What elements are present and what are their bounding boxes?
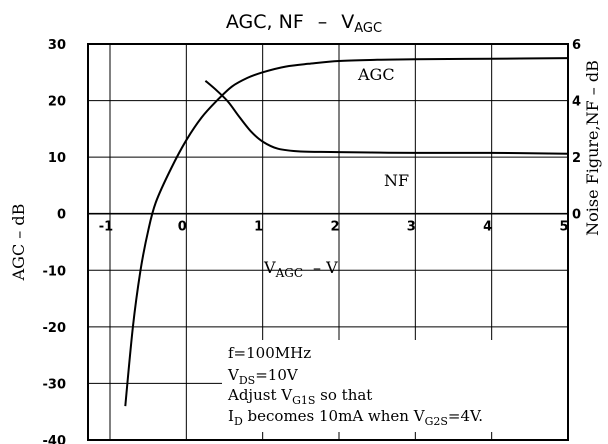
x-tick-label: 1 — [254, 220, 263, 235]
agc-curve-label: AGC — [357, 65, 395, 84]
y-tick-label-left: -40 — [43, 434, 67, 444]
conditions-note-background — [222, 340, 570, 432]
x-tick-label: -1 — [99, 220, 113, 235]
conditions-note: f=100MHz VDS=10V Adjust VG1S so that ID … — [222, 340, 570, 432]
plot-frame — [87, 43, 569, 441]
y-tick-label-left: -30 — [43, 377, 67, 392]
y-axis-left-label: AGC – dB — [9, 204, 28, 282]
y-tick-label-right: 4 — [572, 95, 581, 110]
note-frequency: f=100MHz — [228, 344, 311, 362]
x-tick-label: 4 — [483, 220, 492, 235]
note-vds: VDS=10V — [227, 366, 299, 387]
x-tick-label: 2 — [330, 220, 339, 235]
y-tick-label-left: -20 — [43, 321, 67, 336]
y-axis-right-label: Noise Figure,NF – dB — [583, 60, 602, 236]
y-tick-label-left: 10 — [48, 151, 66, 166]
x-tick-label: 0 — [178, 220, 187, 235]
x-axis-label: VAGC– V — [263, 258, 338, 280]
y-tick-label-right: 6 — [572, 38, 581, 53]
x-tick-label: 5 — [559, 220, 568, 235]
nf-curve-label: NF — [384, 171, 409, 190]
series-lines — [124, 57, 569, 407]
y-tick-label-left: -10 — [43, 264, 67, 279]
y-tick-label-right: 0 — [572, 208, 581, 223]
series-line-nf — [204, 80, 569, 155]
y-tick-label-left: 0 — [57, 208, 66, 223]
series-line-agc — [124, 57, 569, 407]
x-tick-label: 3 — [407, 220, 416, 235]
chart-title: AGC, NF–VAGC — [226, 11, 382, 36]
y-tick-label-right: 2 — [572, 151, 581, 166]
y-tick-label-left: 20 — [48, 95, 66, 110]
y-tick-label-left: 30 — [48, 38, 66, 53]
note-adjust: Adjust VG1S so that — [227, 386, 372, 407]
note-drain-current: ID becomes 10mA when VG2S=4V. — [228, 407, 483, 428]
